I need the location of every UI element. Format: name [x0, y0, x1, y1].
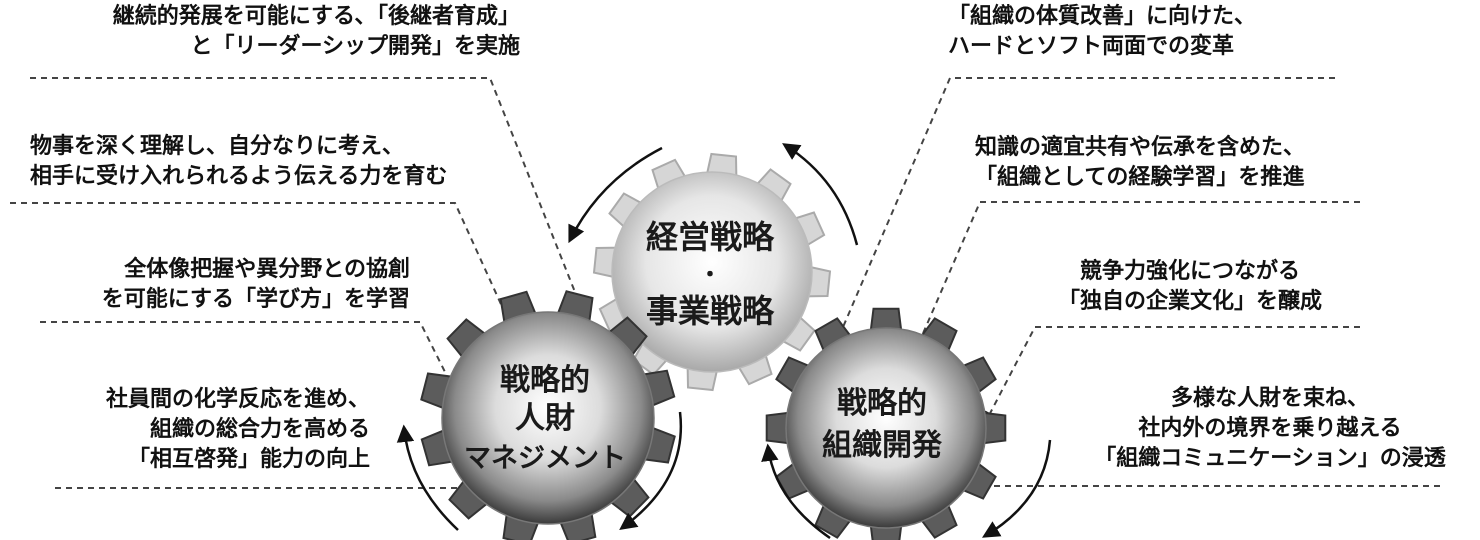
caption-line: 「組織の体質改善」に向けた、 — [948, 4, 1257, 29]
rotation-arrows — [396, 143, 1052, 540]
gear-strategy-body — [611, 171, 813, 373]
leader-left-2 — [10, 202, 517, 338]
caption-line: 「組織としての経験学習」を推進 — [975, 165, 1305, 190]
caption-org-improvement: 「組織の体質改善」に向けた、 ハードとソフト両面での変革 — [948, 2, 1348, 62]
caption-line: 組織の総合力を高める — [149, 417, 370, 442]
arrow-top-left — [568, 146, 663, 244]
leader-right-1 — [825, 77, 1335, 365]
leader-right-3 — [983, 326, 1360, 426]
caption-line: 全体像把握や異分野との協創 — [124, 257, 410, 282]
caption-line: 「相互啓発」能力の向上 — [127, 447, 370, 472]
gear-strategic-org-development — [765, 307, 1007, 540]
caption-line: 「組織コミュニケーション」の浸透 — [1094, 446, 1446, 471]
caption-org-communication: 多様な人財を束ね、 社内外の境界を乗り越える 「組織コミュニケーション」の浸透 — [1060, 384, 1480, 474]
gear-hr-body — [441, 311, 655, 525]
caption-corporate-culture: 競争力強化につながる 「独自の企業文化」を醸成 — [1020, 257, 1360, 317]
caption-experiential-learning: 知識の適宜共有や伝承を含めた、 「組織としての経験学習」を推進 — [975, 133, 1375, 193]
caption-learning-how: 全体像把握や異分野との協創 を可能にする「学び方」を学習 — [40, 255, 410, 315]
gear-org-line1: 戦略的 — [837, 386, 927, 421]
gear-strategy-dot: ・ — [699, 262, 721, 288]
arrow-center-right — [619, 411, 683, 531]
gear-strategic-hr-management — [420, 290, 676, 540]
caption-line: 「独自の企業文化」を醸成 — [1057, 289, 1322, 314]
caption-line: と「リーダーシップ開発」を実施 — [190, 34, 520, 59]
arrow-left-bottom — [396, 424, 459, 531]
caption-line: 社内外の境界を乗り越える — [1138, 416, 1402, 441]
leader-lines — [10, 77, 1440, 495]
caption-line: 社員間の化学反応を進め、 — [105, 387, 370, 412]
gear-hr-line1: 戦略的 — [500, 363, 590, 398]
caption-line: ハードとソフト両面での変革 — [948, 34, 1235, 59]
caption-line: 相手に受け入れられるよう伝える力を育む — [30, 164, 448, 189]
gear-business-strategy — [592, 152, 832, 392]
gear-hr-line2: 人財 — [515, 401, 575, 436]
leader-right-2 — [916, 201, 1360, 348]
gear-org-line2: 組織開発 — [822, 428, 943, 463]
gear-hr-line3: マネジメント — [464, 443, 626, 474]
gear-strategy-line1: 経営戦略 — [646, 218, 775, 256]
caption-line: 物事を深く理解し、自分なりに考え、 — [30, 134, 405, 159]
caption-line: 多様な人財を束ね、 — [1170, 386, 1369, 411]
gear-org-body — [785, 327, 987, 529]
arrow-top-right — [782, 143, 859, 246]
caption-understanding: 物事を深く理解し、自分なりに考え、 相手に受け入れられるよう伝える力を育む — [30, 132, 490, 192]
caption-succession: 継続的発展を可能にする､「後継者育成」 と「リーダーシップ開発」を実施 — [40, 2, 520, 62]
arrow-right-bottom — [981, 439, 1052, 538]
caption-line: 知識の適宜共有や伝承を含めた、 — [975, 135, 1306, 160]
caption-line: 継続的発展を可能にする､「後継者育成」 — [112, 4, 520, 29]
gear-strategy-line2: 事業戦略 — [646, 292, 775, 330]
caption-mutual-development: 社員間の化学反応を進め、 組織の総合力を高める 「相互啓発」能力の向上 — [40, 385, 370, 475]
caption-line: を可能にする「学び方」を学習 — [101, 287, 410, 312]
caption-line: 競争力強化につながる — [1079, 259, 1300, 284]
arrow-center-bottom — [761, 443, 831, 540]
